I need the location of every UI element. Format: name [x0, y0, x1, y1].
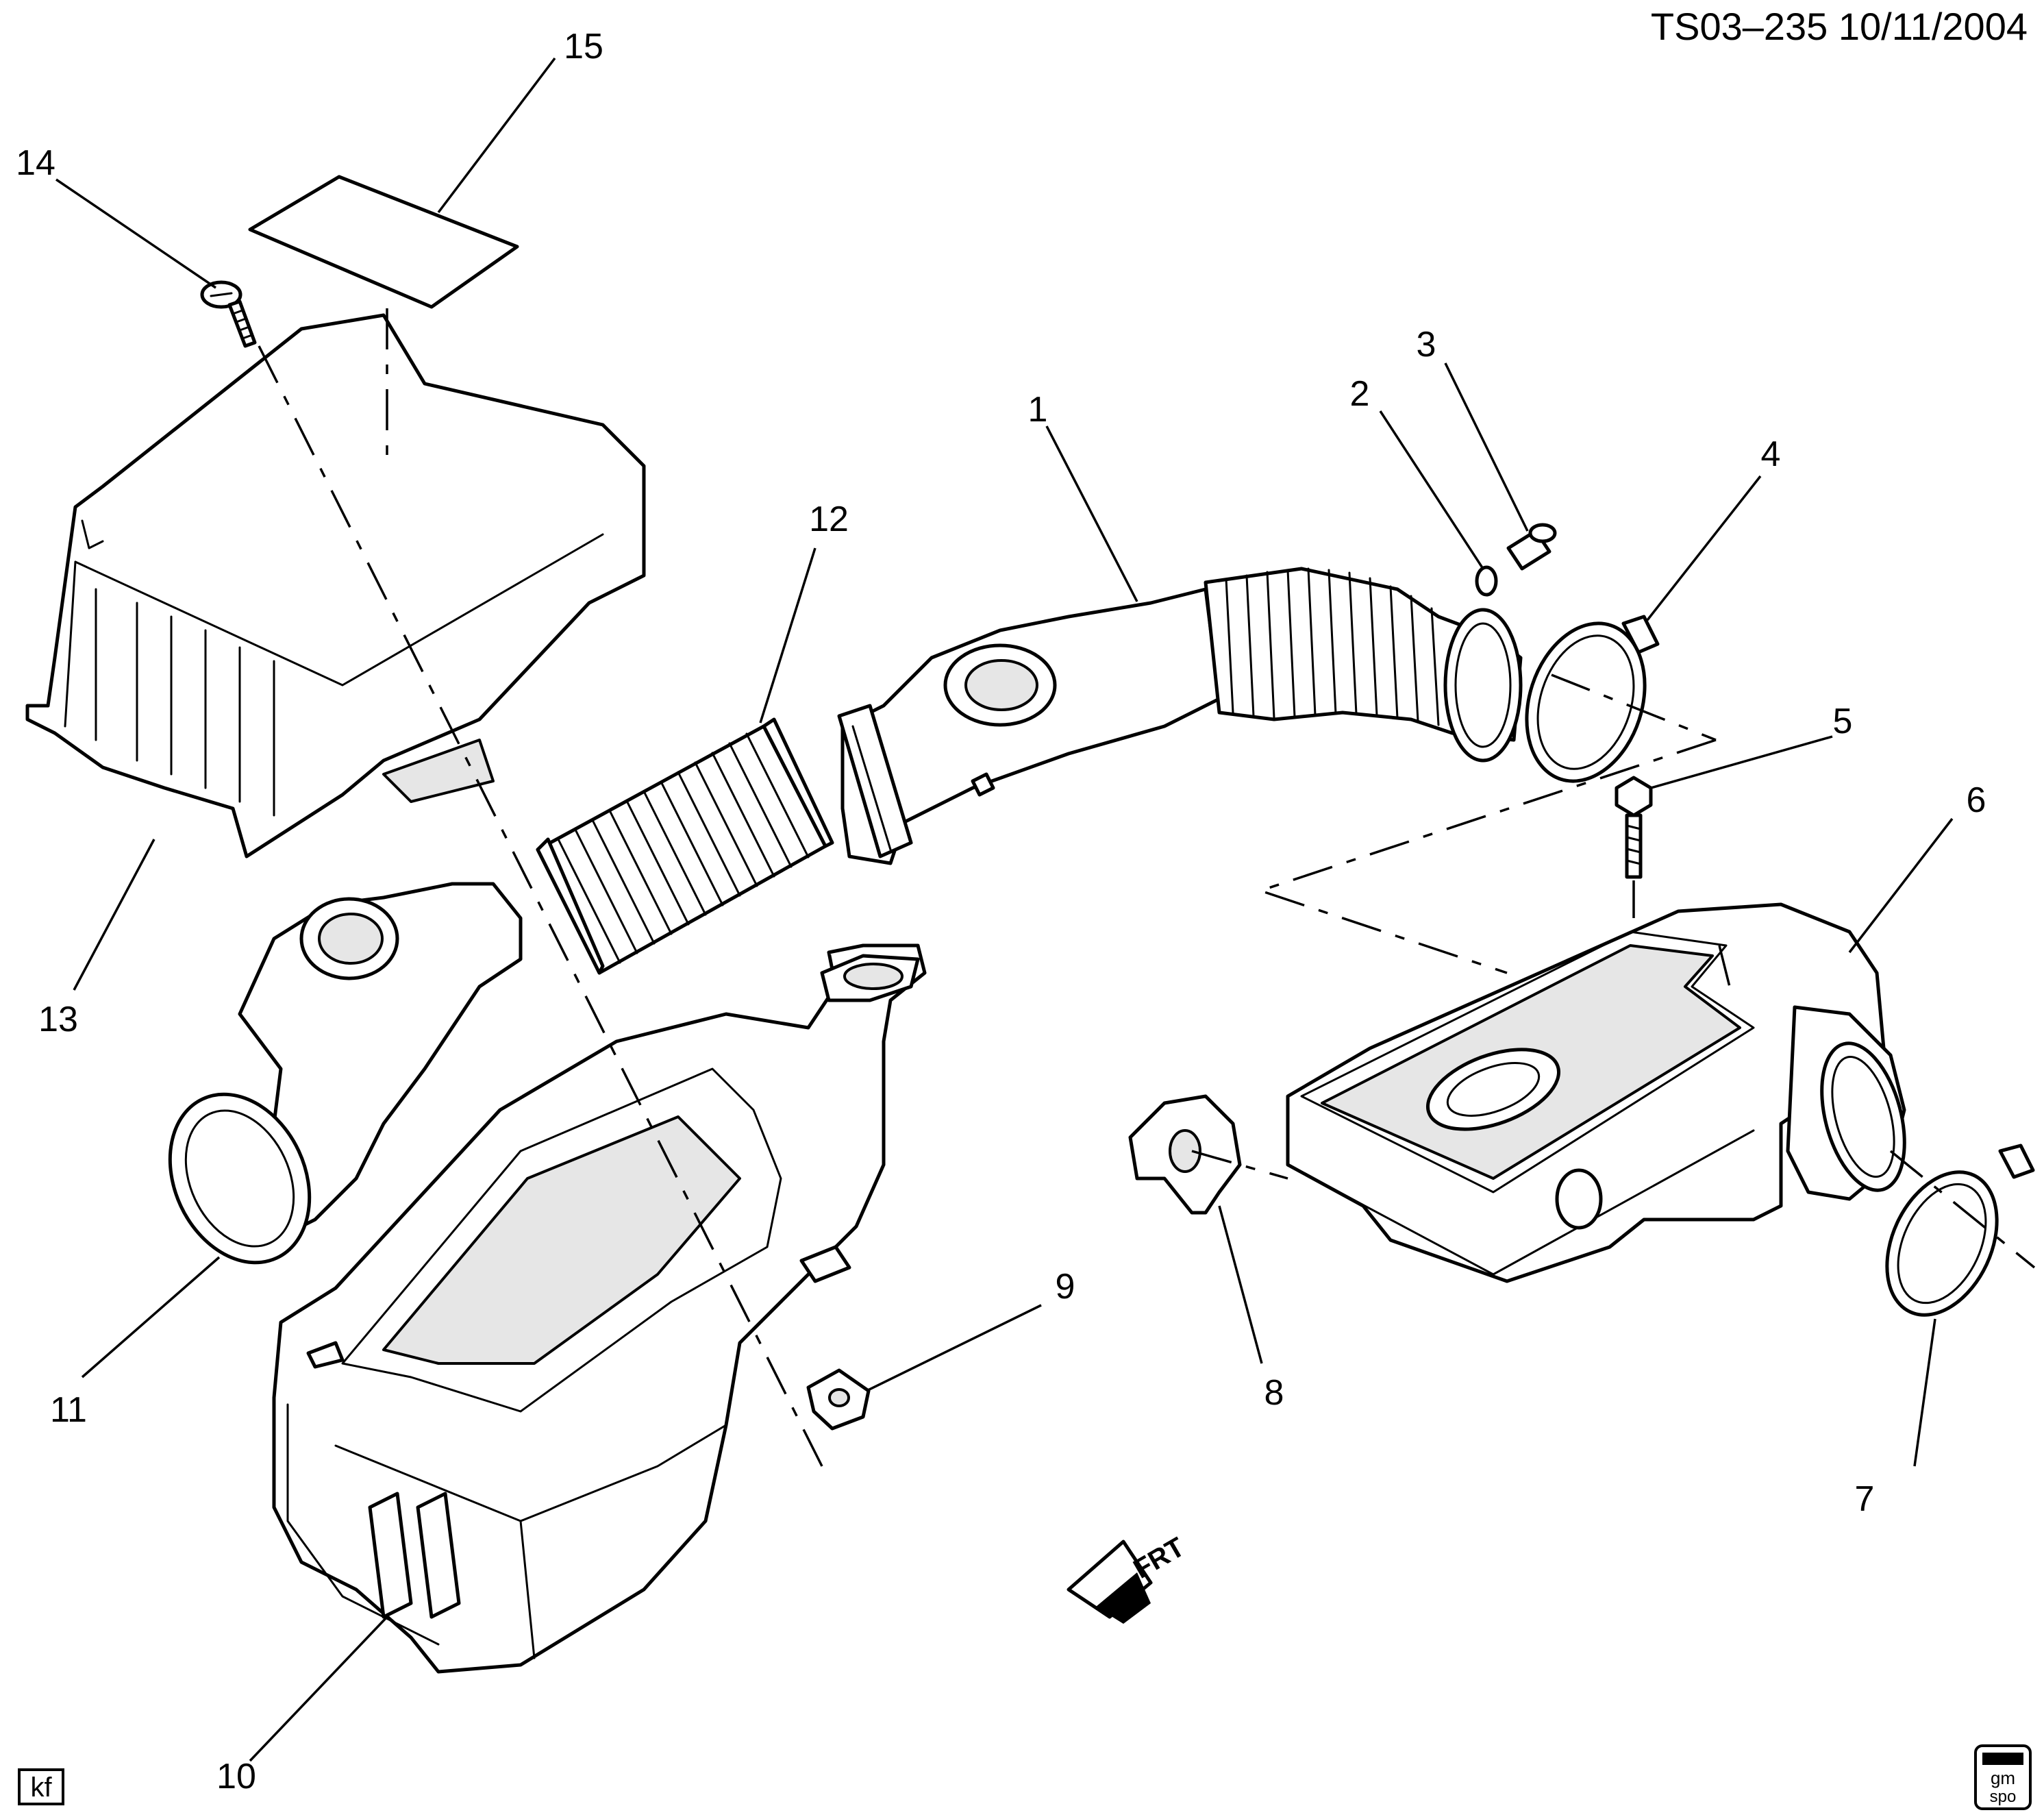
callout-15: 15 [564, 27, 603, 66]
callout-8: 8 [1264, 1373, 1284, 1413]
leader-lines [55, 57, 1954, 1762]
part-14-screw[interactable] [200, 280, 257, 348]
callout-14: 14 [16, 143, 55, 183]
callout-12: 12 [809, 499, 849, 539]
initials-text: kf [30, 1772, 52, 1803]
callout-10: 10 [216, 1757, 256, 1796]
part-10-air-cleaner-housing[interactable] [272, 943, 927, 1674]
callout-5: 5 [1833, 702, 1853, 741]
callout-3: 3 [1417, 325, 1436, 364]
callout-1: 1 [1028, 390, 1048, 430]
part-8-seal[interactable] [1128, 1094, 1242, 1215]
part-3-fitting[interactable] [1506, 523, 1557, 571]
callout-13: 13 [38, 1000, 78, 1039]
part-15-label-decal[interactable] [248, 175, 519, 309]
callout-numbers: 15 14 3 2 1 4 12 5 6 13 9 11 8 7 10 [16, 27, 1986, 1796]
logo-top-text: gm [1991, 1768, 2015, 1788]
part-11-inlet-duct[interactable] [144, 882, 523, 1285]
gm-spo-logo: gm spo [1974, 1744, 2032, 1810]
part-4-clamp[interactable] [1508, 608, 1665, 796]
callout-6: 6 [1967, 780, 1986, 820]
part-9-retainer-nut[interactable] [806, 1368, 871, 1431]
logo-bottom-text: spo [1990, 1788, 2017, 1806]
diagram-reference: TS03–235 10/11/2004 [1651, 5, 2028, 48]
callout-4: 4 [1761, 434, 1781, 474]
part-13-air-cleaner-cover[interactable] [25, 313, 646, 858]
assembly-lines [258, 308, 2036, 1467]
part-7-clamp[interactable] [1865, 1144, 2035, 1333]
callout-9: 9 [1056, 1267, 1075, 1307]
part-1-intake-duct[interactable] [837, 567, 1523, 865]
callout-7: 7 [1855, 1479, 1875, 1519]
part-2-grommet[interactable] [1475, 565, 1498, 597]
part-6-air-box-lid[interactable] [1286, 902, 1919, 1283]
callout-11: 11 [50, 1390, 87, 1430]
callout-2: 2 [1350, 374, 1370, 414]
front-direction-indicator: FRT [1067, 1532, 1190, 1624]
part-12-air-filter-element[interactable] [536, 717, 834, 975]
part-5-bolt[interactable] [1615, 776, 1653, 879]
initials-tag: kf [18, 1768, 64, 1805]
